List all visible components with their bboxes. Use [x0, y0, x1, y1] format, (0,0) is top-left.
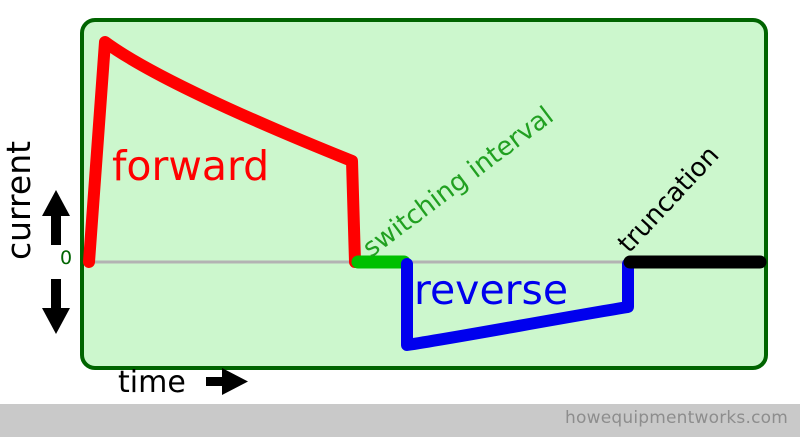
arrow-up-icon [42, 190, 70, 245]
arrow-down-icon [42, 279, 70, 334]
forward-waveform [83, 36, 361, 268]
annotation-forward: forward [112, 142, 269, 190]
footer-watermark: howequipmentworks.com [565, 408, 788, 428]
reverse-waveform [401, 258, 634, 351]
plot-area-box [80, 18, 768, 370]
footer-bar [0, 404, 800, 437]
zero-label: 0 [60, 247, 72, 269]
x-axis-label: time [118, 365, 186, 400]
annotation-reverse: reverse [414, 266, 568, 314]
y-axis-label: current [0, 141, 38, 260]
arrow-right-icon [206, 368, 248, 395]
